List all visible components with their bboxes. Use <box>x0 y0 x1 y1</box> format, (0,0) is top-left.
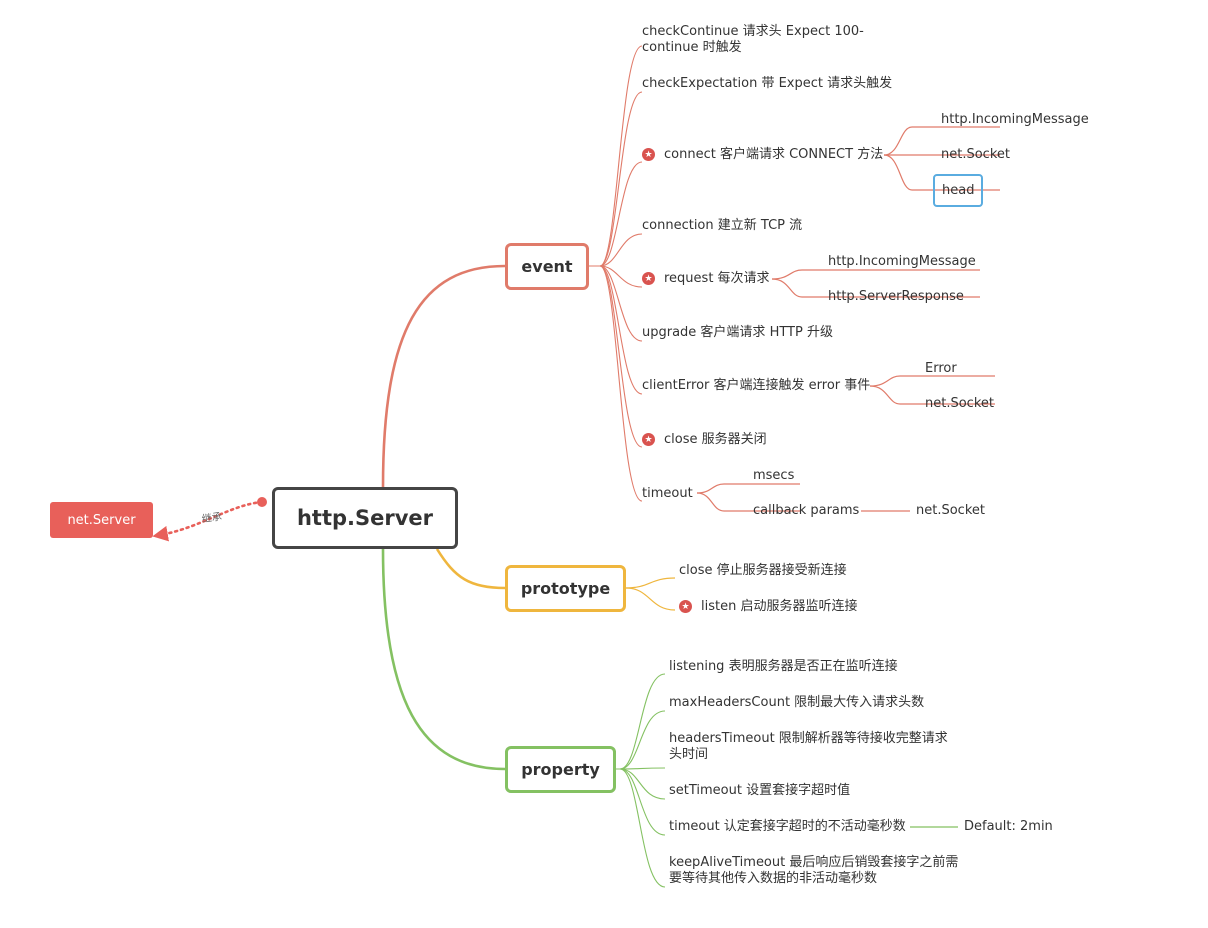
star-icon: ★ <box>679 600 692 613</box>
clienterror-child-line <box>869 375 995 387</box>
star-icon: ★ <box>642 433 655 446</box>
event-item-upgrade[interactable]: upgrade 客户端请求 HTTP 升级 <box>642 325 833 340</box>
connect-child-incomingmessage[interactable]: http.IncomingMessage <box>941 112 1089 127</box>
event-item-line <box>589 265 643 448</box>
clienterror-child-net-socket[interactable]: net.Socket <box>925 396 994 411</box>
connect-child-head[interactable]: head <box>933 174 983 207</box>
timeout-child-msecs[interactable]: msecs <box>753 468 795 483</box>
branch-prototype-label: prototype <box>520 579 611 598</box>
clienterror-child-line <box>869 385 995 405</box>
star-icon: ★ <box>642 148 655 161</box>
property-item-maxheaderscount[interactable]: maxHeadersCount 限制最大传入请求头数 <box>669 695 925 710</box>
callback-params-child-net-socket[interactable]: net.Socket <box>916 503 985 518</box>
branch-prototype[interactable]: prototype <box>505 565 626 612</box>
property-item-headerstimeout[interactable]: headersTimeout 限制解析器等待接收完整请求头时间 <box>669 731 948 762</box>
prototype-item-listen[interactable]: listen 启动服务器监听连接 <box>701 599 858 614</box>
inherit-relation-label: 继承 <box>201 511 223 526</box>
event-item-line <box>589 265 643 395</box>
property-item-keepalivetimeout[interactable]: keepAliveTimeout 最后响应后销毁套接字之前需要等待其他传入数据的… <box>669 855 959 886</box>
root-node-label: http.Server <box>296 506 434 530</box>
branch-property-label: property <box>521 760 600 779</box>
event-item-checkcontinue[interactable]: checkContinue 请求头 Expect 100-continue 时触… <box>642 24 864 55</box>
property-item-listening[interactable]: listening 表明服务器是否正在监听连接 <box>669 659 898 674</box>
request-child-line <box>771 269 980 280</box>
property-item-line <box>616 768 666 800</box>
inherit-origin-dot <box>257 497 267 507</box>
event-item-clienterror[interactable]: clientError 客户端连接触发 error 事件 <box>642 378 871 393</box>
branch-event-label: event <box>521 257 573 276</box>
event-item-line <box>589 161 643 267</box>
root-to-prototype-line <box>435 548 506 590</box>
event-item-connect[interactable]: connect 客户端请求 CONNECT 方法 <box>664 147 884 162</box>
timeout-child-line <box>696 483 800 494</box>
timeout-child-line <box>696 492 800 512</box>
event-item-timeout[interactable]: timeout <box>642 486 693 501</box>
prototype-item-line <box>625 587 676 611</box>
branch-event[interactable]: event <box>505 243 589 290</box>
event-item-line <box>589 265 643 342</box>
event-item-line <box>589 265 643 502</box>
request-child-incomingmessage[interactable]: http.IncomingMessage <box>828 254 976 269</box>
parent-node-net-server[interactable]: net.Server <box>50 502 153 538</box>
inherit-arrow-line <box>152 500 264 542</box>
event-item-line <box>589 233 643 267</box>
branch-property[interactable]: property <box>505 746 616 793</box>
prototype-item-close[interactable]: close 停止服务器接受新连接 <box>679 563 847 578</box>
request-child-serverresponse[interactable]: http.ServerResponse <box>828 289 964 304</box>
property-item-line <box>616 710 666 770</box>
prototype-item-line <box>625 577 676 589</box>
event-item-close[interactable]: close 服务器关闭 <box>664 432 767 447</box>
connect-child-net-socket[interactable]: net.Socket <box>941 147 1010 162</box>
event-item-connection[interactable]: connection 建立新 TCP 流 <box>642 218 803 233</box>
connect-child-line <box>883 154 1000 191</box>
event-item-line <box>589 45 643 267</box>
event-item-line <box>589 91 643 267</box>
root-to-property-line <box>381 548 506 771</box>
timeout-child-default[interactable]: Default: 2min <box>964 819 1053 834</box>
star-icon: ★ <box>642 272 655 285</box>
property-item-line <box>616 673 666 770</box>
property-item-timeout[interactable]: timeout 认定套接字超时的不活动毫秒数 <box>669 819 906 834</box>
event-item-checkexpectation[interactable]: checkExpectation 带 Expect 请求头触发 <box>642 76 893 91</box>
event-item-request[interactable]: request 每次请求 <box>664 271 770 286</box>
root-to-event-line <box>381 264 506 488</box>
request-child-line <box>771 278 980 298</box>
timeout-child-callback-params[interactable]: callback params <box>753 503 860 518</box>
root-node-http-server[interactable]: http.Server <box>272 487 458 549</box>
event-item-line <box>589 265 643 288</box>
clienterror-child-error[interactable]: Error <box>925 361 957 376</box>
parent-node-label: net.Server <box>67 512 136 528</box>
property-item-settimeout[interactable]: setTimeout 设置套接字超时值 <box>669 783 851 798</box>
connect-child-line <box>883 126 1000 156</box>
property-item-line <box>616 768 666 888</box>
